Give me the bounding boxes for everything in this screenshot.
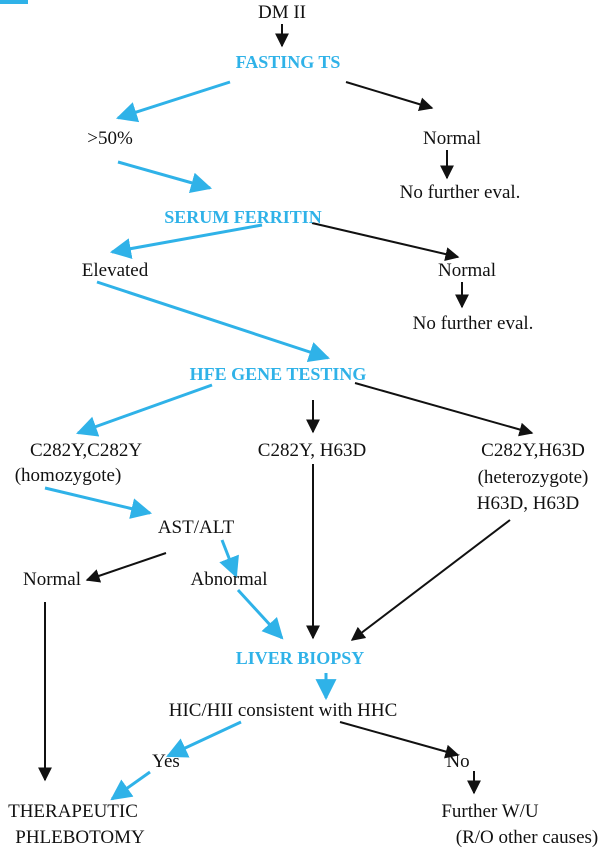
node-c282y-homozygote-1: C282Y,C282Y — [29, 440, 143, 461]
arrow-ferritin-to-elevated — [109, 223, 263, 259]
corner-mark — [0, 0, 28, 4]
node-further-wu-1: Further W/U — [441, 801, 539, 822]
arrow-hfe-to-homozygote — [76, 383, 213, 437]
arrow-ferritin-to-normal2 — [311, 222, 460, 261]
node-hfe-gene-testing: HFE GENE TESTING — [189, 364, 367, 384]
arrow-gt50-to-ferritin — [117, 160, 213, 193]
node-normal-1: Normal — [422, 128, 482, 149]
node-further-wu-2: (R/O other causes) — [455, 827, 599, 848]
arrow-astalt-to-abnormal — [219, 539, 239, 578]
arrow-hic-to-yes — [166, 720, 242, 758]
node-dm2: DM II — [257, 2, 307, 23]
node-abnormal: Abnormal — [190, 569, 268, 590]
node-heterozygote-3: H63D, H63D — [476, 493, 580, 514]
node-therapeutic-1: THERAPEUTIC — [8, 801, 138, 822]
node-serum-ferritin: SERUM FERRITIN — [164, 207, 322, 227]
node-yes: Yes — [152, 751, 180, 772]
arrow-fasting-to-gt50 — [116, 80, 231, 123]
arrow-hfe-to-heterozygote — [354, 382, 534, 437]
node-normal-2: Normal — [437, 260, 497, 281]
node-normal-3: Normal — [22, 569, 82, 590]
node-ast-alt: AST/ALT — [157, 517, 235, 538]
arrow-hic-to-no — [339, 721, 460, 759]
node-hic-hii: HIC/HII consistent with HHC — [168, 700, 398, 721]
node-no: No — [446, 751, 470, 772]
node-heterozygote-2: (heterozygote) — [477, 467, 589, 488]
node-therapeutic-2: PHLEBOTOMY — [15, 827, 145, 848]
arrow-fasting-to-normal1 — [345, 81, 434, 112]
arrow-heterozygote-to-liver — [350, 519, 511, 641]
node-no-further-eval-1: No further eval. — [399, 182, 521, 203]
node-c282y-homozygote-2: (homozygote) — [14, 465, 122, 486]
arrow-homozygote-to-astalt — [44, 486, 153, 519]
node-fasting-ts: FASTING TS — [235, 52, 341, 72]
arrow-astalt-to-normal3 — [85, 552, 167, 583]
arrow-elevated-to-hfe — [96, 280, 330, 363]
arrow-yes-to-therapeutic — [110, 770, 151, 801]
node-heterozygote-1: C282Y,H63D — [481, 440, 585, 461]
arrow-abnormal-to-liver — [236, 588, 284, 640]
node-elevated: Elevated — [81, 260, 149, 281]
node-liver-biopsy: LIVER BIOPSY — [235, 648, 365, 668]
node-c282y-h63d: C282Y, H63D — [257, 440, 367, 461]
node-no-further-eval-2: No further eval. — [412, 313, 534, 334]
node-gt50: >50% — [87, 128, 133, 149]
